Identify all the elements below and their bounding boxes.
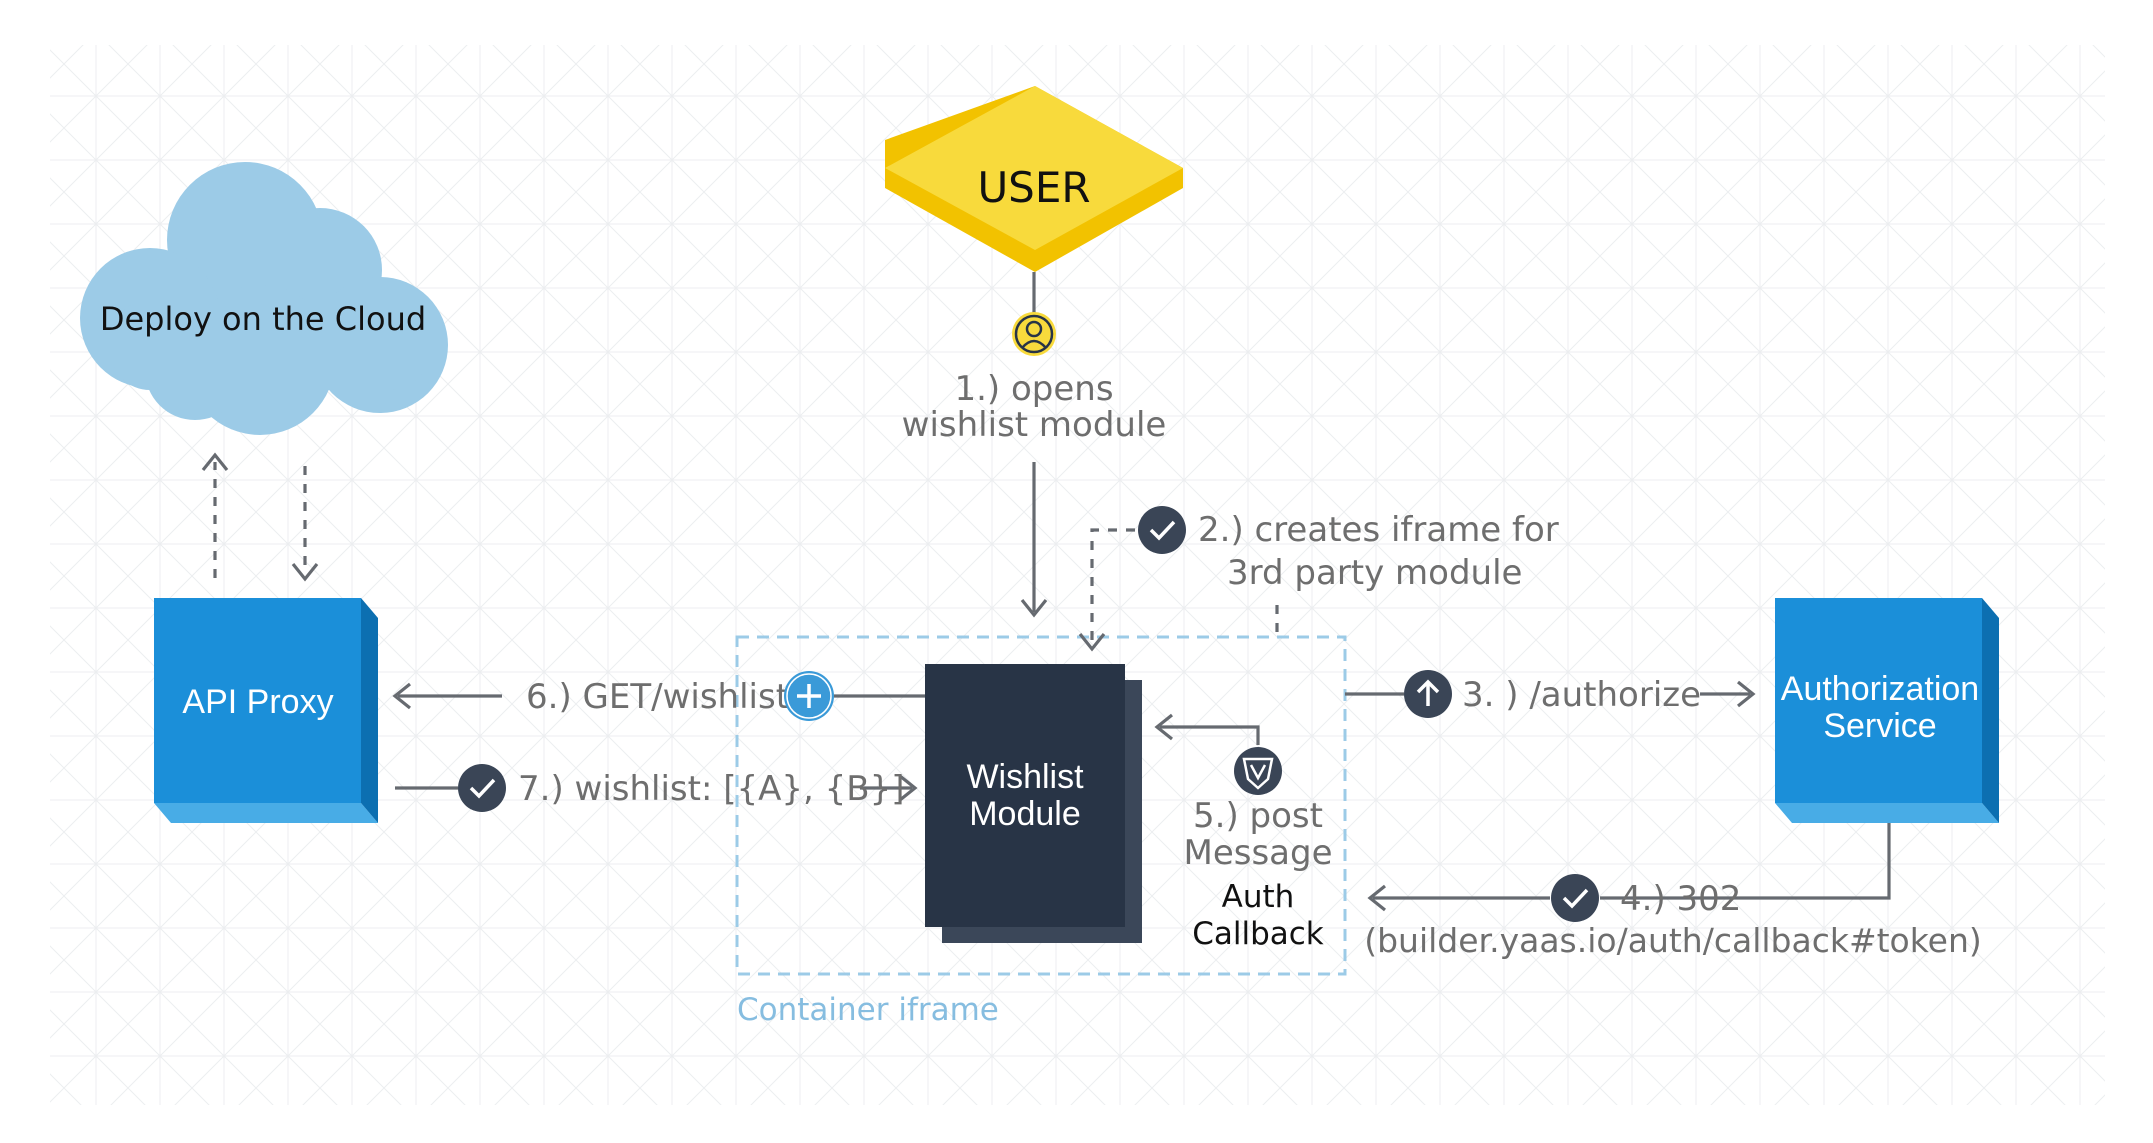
step-7-arrow (395, 774, 918, 802)
user-node: USER (885, 86, 1183, 272)
step-4-line2: (builder.yaas.io/auth/callback#token) (1364, 921, 1982, 960)
shield-icon (1234, 747, 1282, 795)
auth-service-label-line1: Authorization (1781, 670, 1979, 708)
auth-service-label-line2: Service (1823, 707, 1936, 745)
step-7-check-icon (458, 764, 506, 812)
step-2-check-icon (1138, 506, 1186, 554)
arrow-up-icon (1404, 670, 1452, 718)
api-proxy-label: API Proxy (182, 683, 333, 721)
step-4-check-icon (1551, 874, 1599, 922)
step-2-connector (1078, 528, 1279, 652)
step-2-line1: 2.) creates iframe for (1198, 510, 1559, 550)
step-6-label: 6.) GET/wishlist (526, 677, 789, 717)
step-4-arrow (1367, 823, 1891, 912)
cloud-proxy-connectors (201, 452, 319, 582)
step-1-line2: wishlist module (902, 405, 1167, 445)
step-5-line2: Message (1183, 833, 1332, 873)
auth-callback-line1: Auth (1222, 879, 1295, 915)
step-7-label: 7.) wishlist: [{A}, {B}] (518, 769, 904, 809)
cloud-label: Deploy on the Cloud (100, 300, 426, 338)
plus-icon (784, 671, 834, 721)
container-iframe-border (735, 635, 1347, 976)
container-iframe-label: Container iframe (737, 992, 999, 1028)
step-5-line1: 5.) post (1193, 796, 1323, 836)
wishlist-module-node: Wishlist Module (925, 664, 1142, 943)
authorization-service-node: Authorization Service (1775, 598, 1999, 823)
api-proxy-node: API Proxy (154, 598, 378, 823)
auth-callback-line2: Callback (1192, 916, 1324, 952)
step-5-arrow (1154, 713, 1260, 745)
step-6-arrow (392, 682, 925, 710)
step-3-arrow (1345, 680, 1756, 708)
user-label: USER (977, 163, 1090, 212)
step-4-line1: 4.) 302 (1620, 879, 1741, 919)
wishlist-label-line1: Wishlist (966, 758, 1084, 796)
wishlist-label-line2: Module (969, 795, 1081, 833)
user-icon (1012, 312, 1056, 356)
step-1-arrow (1020, 462, 1048, 618)
step-2-line2: 3rd party module (1227, 553, 1522, 593)
step-1-line1: 1.) opens (954, 369, 1113, 409)
cloud-node: Deploy on the Cloud (80, 162, 448, 435)
step-3-label: 3. ) /authorize (1462, 675, 1701, 715)
